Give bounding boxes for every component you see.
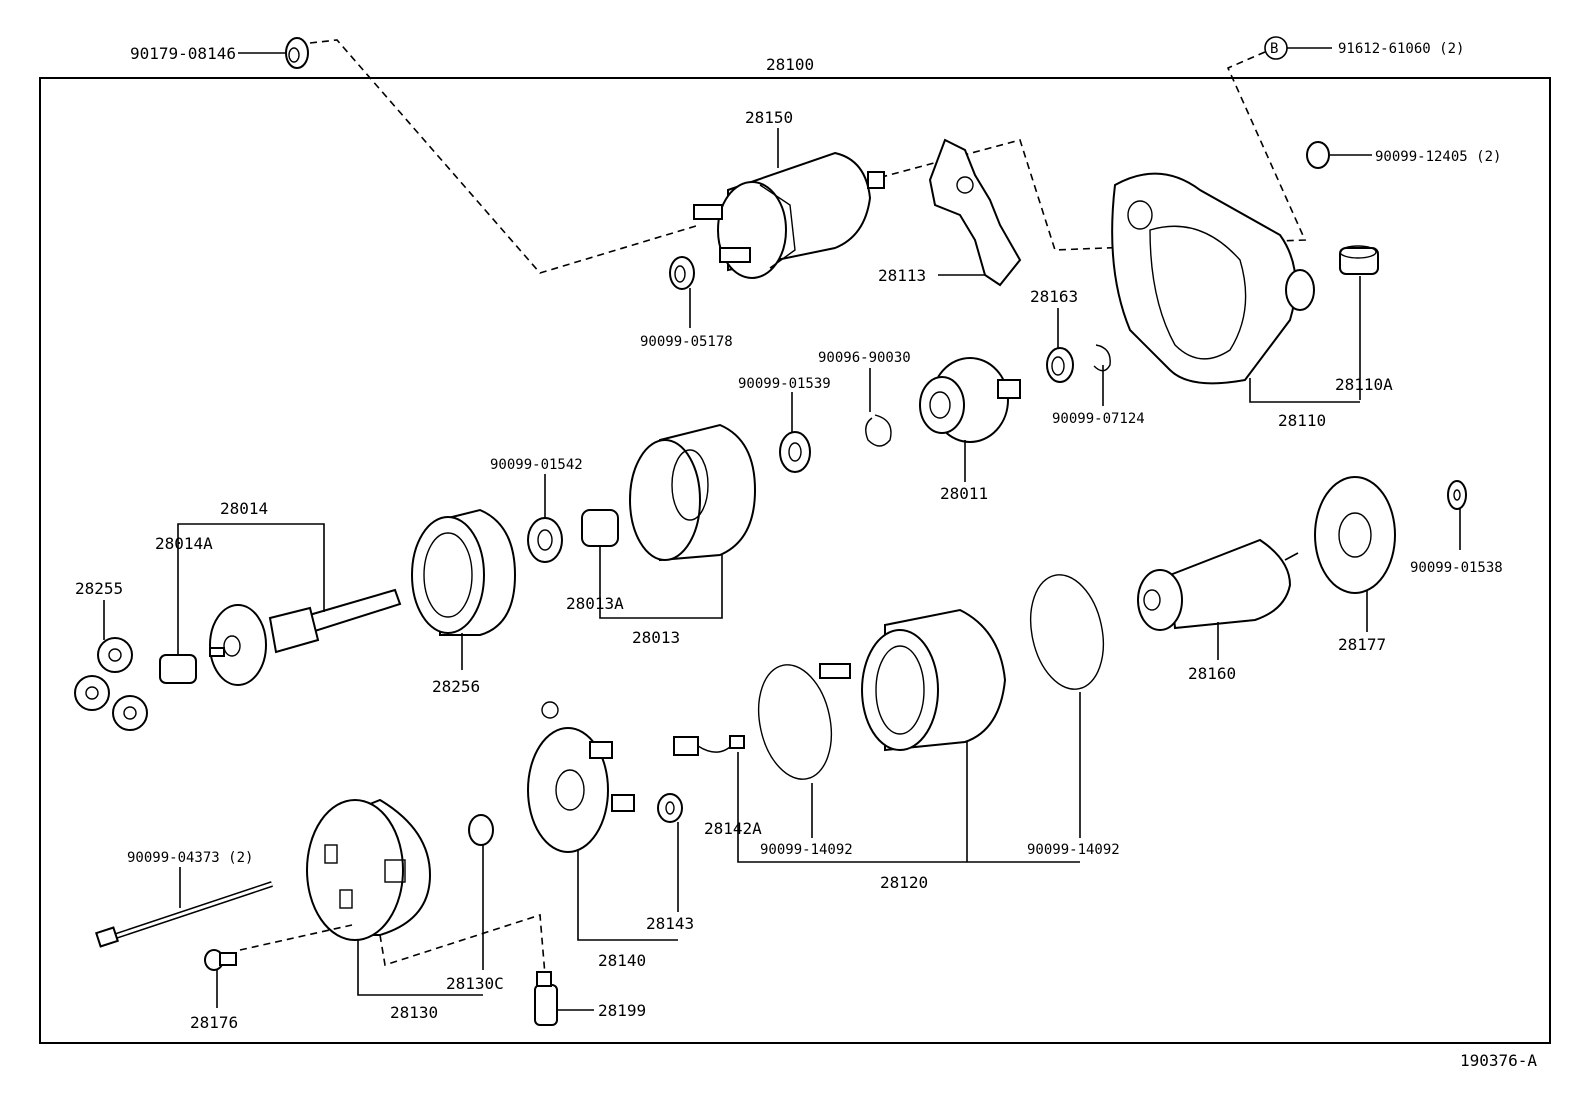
label-28100: 28100 [766, 55, 814, 74]
label-28014A: 28014A [155, 534, 213, 553]
part-90099-04373-bolt[interactable] [95, 881, 273, 948]
label-90099-01538: 90099-01538 [1410, 560, 1503, 576]
part-28013-center-housing[interactable] [629, 423, 757, 562]
label-28120: 28120 [880, 873, 928, 892]
label-28143: 28143 [646, 914, 694, 933]
part-90099-05178[interactable] [669, 256, 695, 290]
part-28113-lever[interactable] [928, 138, 1022, 287]
label-28130: 28130 [390, 1003, 438, 1022]
part-28143[interactable] [657, 793, 683, 823]
label-28177: 28177 [1338, 635, 1386, 654]
label-90099-01539: 90099-01539 [738, 376, 831, 392]
label-28014: 28014 [220, 499, 268, 518]
part-28014A-bushing[interactable] [159, 654, 197, 684]
part-28130C[interactable] [468, 814, 494, 846]
part-28150-solenoid[interactable] [693, 151, 885, 279]
label-28013: 28013 [632, 628, 680, 647]
label-28176: 28176 [190, 1013, 238, 1032]
label-90099-14092-left: 90099-14092 [760, 842, 853, 858]
label-28160: 28160 [1188, 664, 1236, 683]
part-28014-shaft[interactable] [209, 588, 402, 686]
label-28011: 28011 [940, 484, 988, 503]
part-28110-housing[interactable] [1111, 172, 1315, 385]
part-28255-gears[interactable] [74, 637, 148, 731]
part-28140-brush-holder[interactable] [527, 701, 635, 853]
part-28013A-bushing[interactable] [581, 509, 619, 547]
part-28199[interactable] [534, 971, 558, 1026]
label-90099-12405: 90099-12405 (2) [1375, 149, 1501, 165]
label-28163: 28163 [1030, 287, 1078, 306]
label-90099-14092-right: 90099-14092 [1027, 842, 1120, 858]
label-90096-90030: 90096-90030 [818, 350, 911, 366]
part-28163[interactable] [1046, 347, 1074, 383]
part-28130-end-cover[interactable] [306, 798, 432, 941]
part-90099-14092-right[interactable] [1021, 568, 1114, 696]
label-90099-01542: 90099-01542 [490, 457, 583, 473]
label-90099-04373: 90099-04373 (2) [127, 850, 253, 866]
part-90096-90030[interactable] [865, 414, 892, 447]
part-28256-ring-gear[interactable] [411, 508, 517, 636]
label-90179-08146: 90179-08146 [130, 44, 236, 63]
part-28110A-bushing[interactable] [1339, 245, 1379, 275]
part-28177-plate[interactable] [1314, 476, 1396, 594]
part-90099-01539[interactable] [779, 431, 811, 473]
part-28176-screw[interactable] [204, 949, 237, 971]
part-28160-armature[interactable] [1137, 538, 1299, 631]
label-28013A: 28013A [566, 594, 624, 613]
part-28120-yoke[interactable] [819, 608, 1007, 752]
label-28130C: 28130C [446, 974, 504, 993]
part-28142A-connector[interactable] [673, 735, 745, 756]
part-90179-08146[interactable] [285, 37, 309, 69]
label-28140: 28140 [598, 951, 646, 970]
part-90099-14092-left[interactable] [749, 658, 842, 786]
figure-code: 190376-A [1460, 1051, 1537, 1070]
part-90099-07124[interactable] [1093, 344, 1111, 372]
part-90099-12405[interactable] [1306, 141, 1330, 169]
label-91612-61060: 91612-61060 (2) [1338, 41, 1464, 57]
callout-b-circle: B [1264, 36, 1288, 60]
label-28110: 28110 [1278, 411, 1326, 430]
part-90099-01538[interactable] [1447, 480, 1467, 510]
callout-b-letter: B [1270, 41, 1278, 57]
label-28150: 28150 [745, 108, 793, 127]
label-28199: 28199 [598, 1001, 646, 1020]
label-90099-05178: 90099-05178 [640, 334, 733, 350]
label-28113: 28113 [878, 266, 926, 285]
label-90099-07124: 90099-07124 [1052, 411, 1145, 427]
part-90099-01542[interactable] [527, 517, 563, 563]
label-28256: 28256 [432, 677, 480, 696]
assembly-frame [39, 77, 1551, 1044]
label-28142A: 28142A [704, 819, 762, 838]
label-28110A: 28110A [1335, 375, 1393, 394]
label-28255: 28255 [75, 579, 123, 598]
part-28011-clutch[interactable] [919, 357, 1021, 443]
